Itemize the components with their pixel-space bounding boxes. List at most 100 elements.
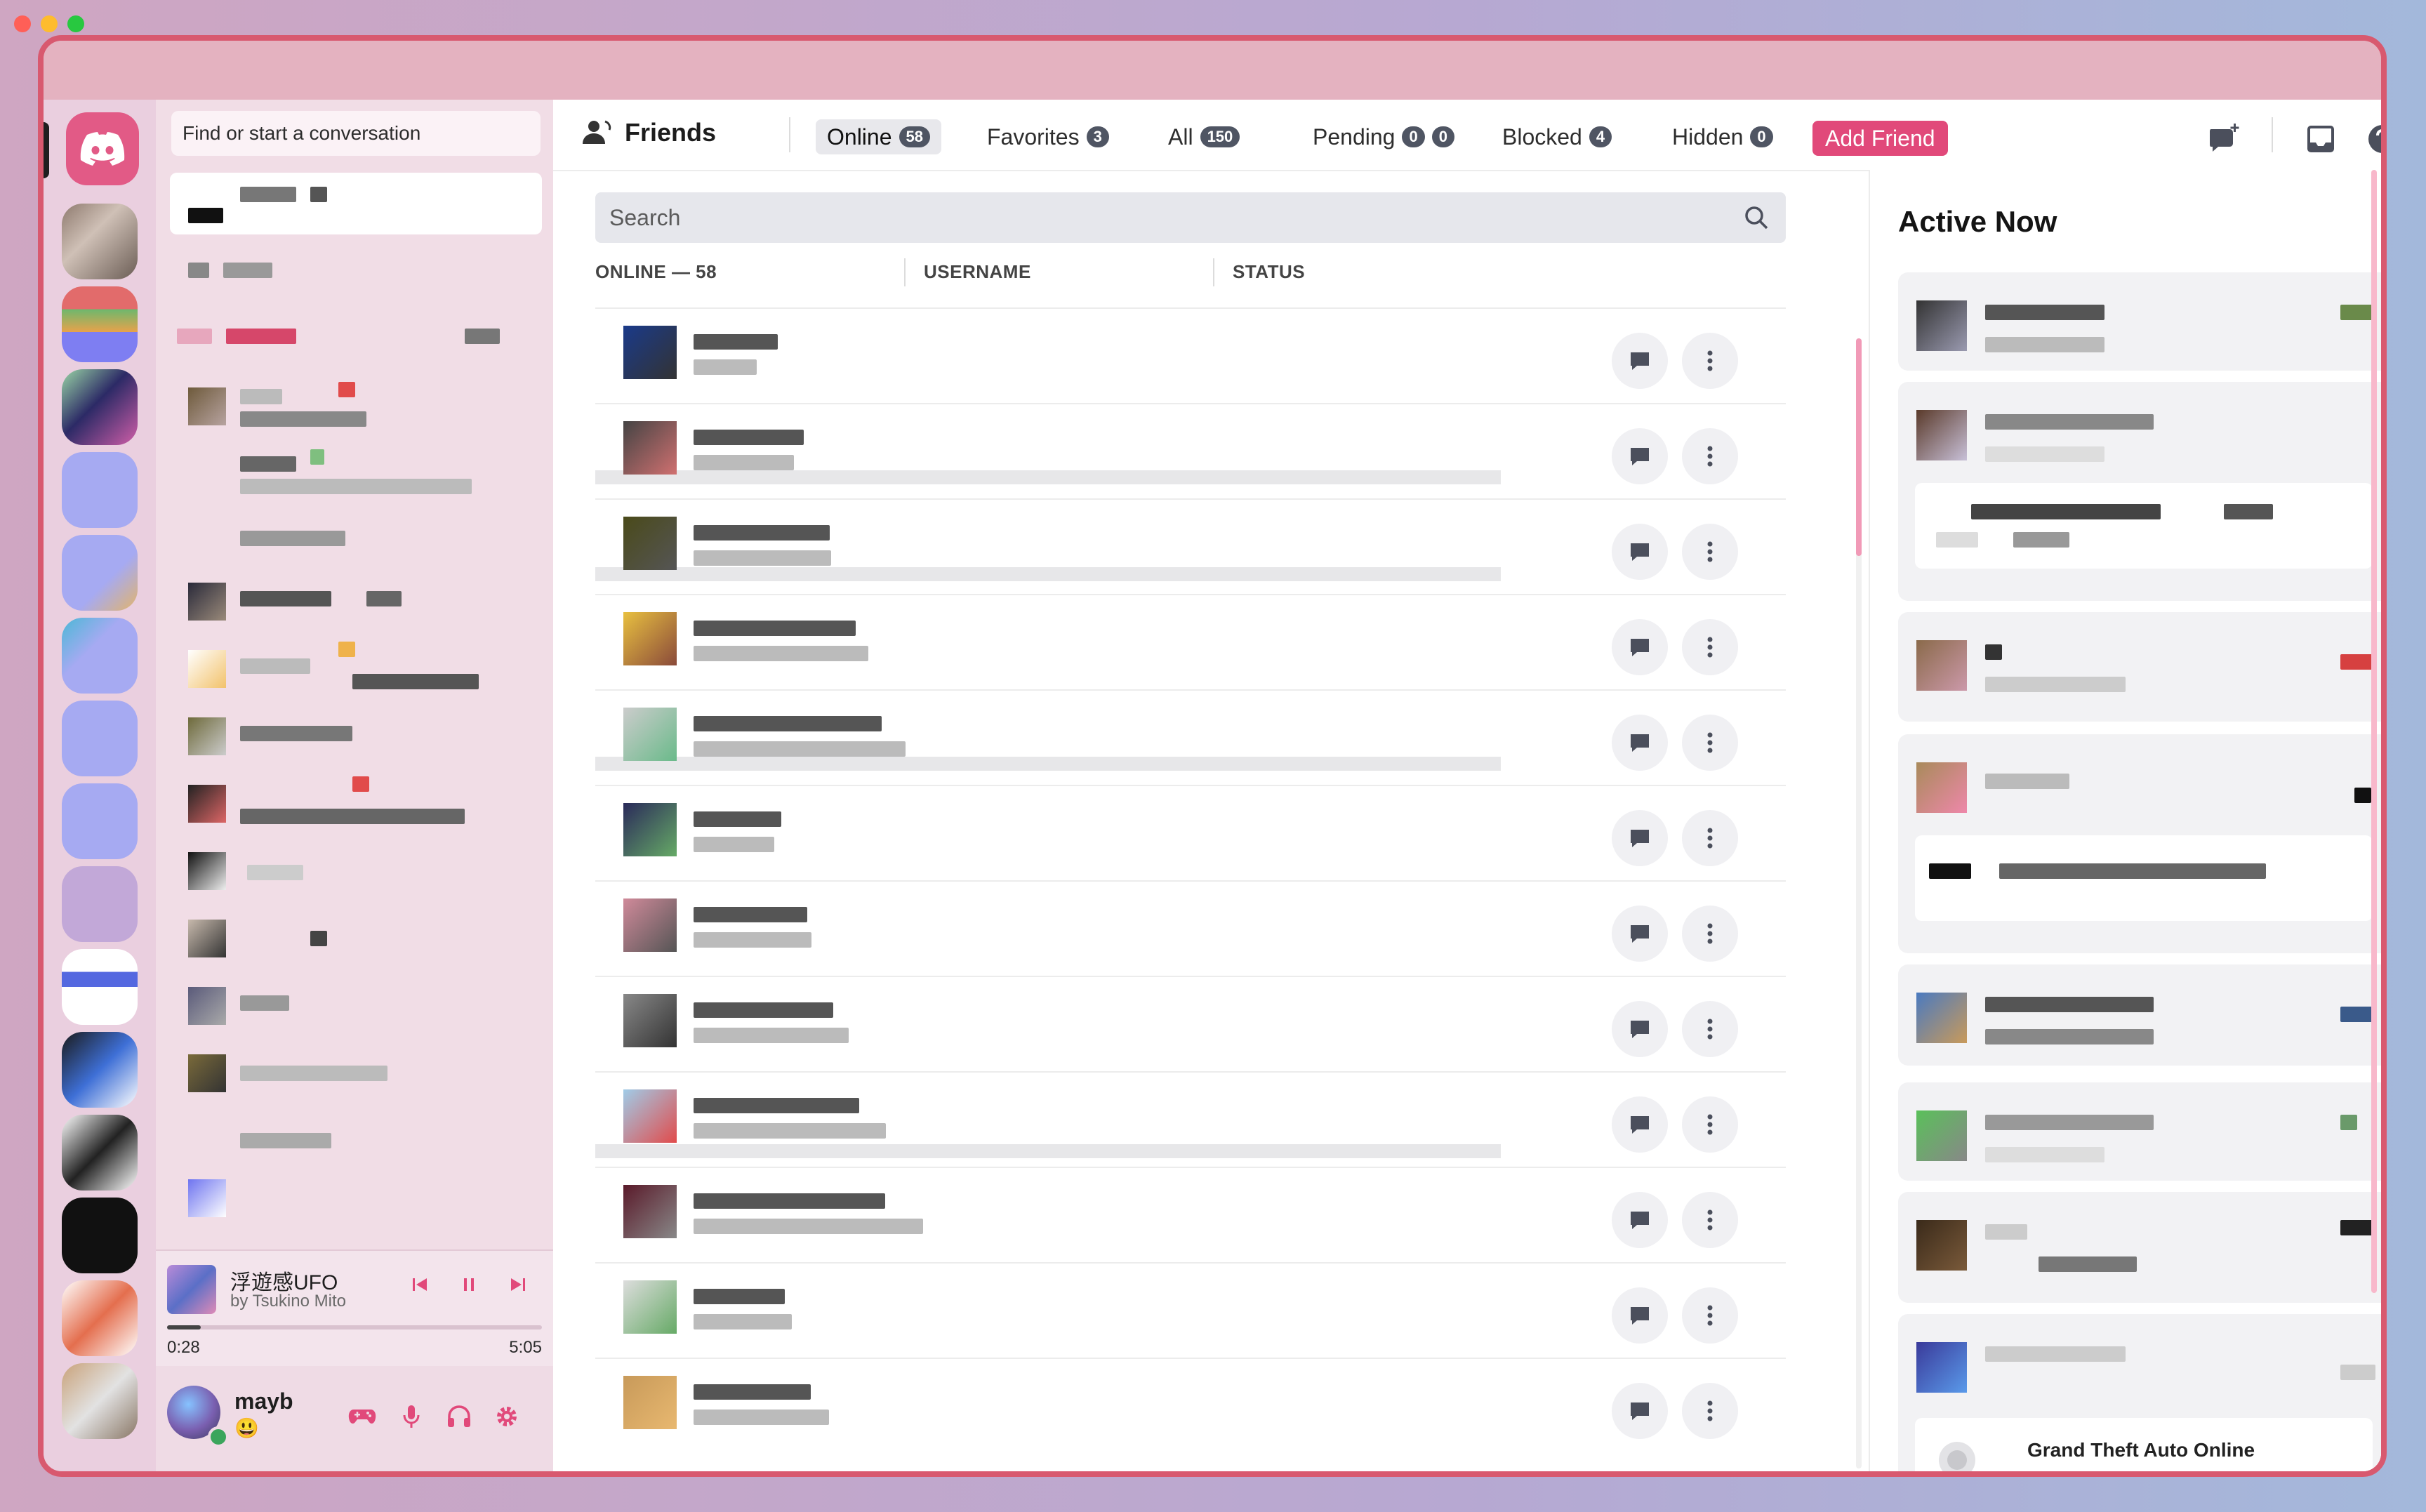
- dm-item[interactable]: [170, 840, 542, 901]
- more-options-button[interactable]: [1682, 524, 1738, 580]
- dm-item[interactable]: [170, 705, 542, 767]
- more-options-button[interactable]: [1682, 1096, 1738, 1153]
- activity-card[interactable]: [1898, 272, 2381, 371]
- tab-blocked[interactable]: Blocked 4: [1491, 119, 1623, 154]
- new-group-dm-icon[interactable]: [2207, 121, 2243, 157]
- server-icon[interactable]: [62, 618, 138, 694]
- message-button[interactable]: [1612, 619, 1668, 675]
- dm-item[interactable]: [170, 173, 542, 234]
- message-button[interactable]: [1612, 906, 1668, 962]
- dm-item[interactable]: [170, 1109, 542, 1171]
- message-button[interactable]: [1612, 1192, 1668, 1248]
- find-conversation-button[interactable]: Find or start a conversation: [171, 111, 541, 156]
- dm-item[interactable]: [170, 772, 542, 834]
- activity-card[interactable]: [1898, 1082, 2381, 1181]
- tab-hidden[interactable]: Hidden 0: [1661, 119, 1784, 154]
- server-icon[interactable]: [62, 701, 138, 776]
- friend-row[interactable]: [595, 307, 1786, 404]
- dm-item[interactable]: [170, 307, 542, 369]
- inbox-icon[interactable]: [2302, 121, 2339, 157]
- server-icon[interactable]: [62, 369, 138, 445]
- server-icon[interactable]: [62, 1363, 138, 1439]
- dm-item[interactable]: [170, 974, 542, 1036]
- close-window-button[interactable]: [14, 15, 31, 32]
- tab-all[interactable]: All 150: [1157, 119, 1251, 154]
- friend-row[interactable]: [595, 1071, 1786, 1168]
- friend-row[interactable]: [595, 594, 1786, 691]
- activity-card[interactable]: [1898, 964, 2381, 1066]
- server-icon[interactable]: [62, 452, 138, 528]
- server-icon[interactable]: [62, 1115, 138, 1191]
- message-button[interactable]: [1612, 1096, 1668, 1153]
- dm-item[interactable]: [170, 442, 542, 504]
- message-button[interactable]: [1612, 1001, 1668, 1057]
- message-button[interactable]: [1612, 428, 1668, 484]
- server-icon[interactable]: [62, 535, 138, 611]
- help-icon[interactable]: [2364, 121, 2381, 157]
- server-icon[interactable]: [62, 1032, 138, 1108]
- server-icon[interactable]: [62, 783, 138, 859]
- pause-icon[interactable]: [455, 1271, 483, 1299]
- dm-item[interactable]: [170, 907, 542, 969]
- next-track-icon[interactable]: [504, 1271, 532, 1299]
- gamepad-icon[interactable]: [345, 1400, 379, 1433]
- playback-progress-bar[interactable]: [167, 1325, 542, 1329]
- tab-online[interactable]: Online 58: [816, 119, 941, 154]
- more-options-button[interactable]: [1682, 619, 1738, 675]
- server-icon[interactable]: [62, 204, 138, 279]
- friend-row[interactable]: [595, 498, 1786, 595]
- activity-card[interactable]: Grand Theft Auto Online: [1898, 1314, 2381, 1471]
- dm-item[interactable]: [170, 510, 542, 571]
- column-header-username[interactable]: USERNAME: [924, 261, 1031, 282]
- more-options-button[interactable]: [1682, 1287, 1738, 1344]
- more-options-button[interactable]: [1682, 715, 1738, 771]
- friends-search-input[interactable]: Search: [595, 192, 1786, 243]
- more-options-button[interactable]: [1682, 1192, 1738, 1248]
- activity-card[interactable]: [1898, 734, 2381, 953]
- friend-row[interactable]: [595, 1167, 1786, 1264]
- more-options-button[interactable]: [1682, 810, 1738, 866]
- message-button[interactable]: [1612, 333, 1668, 389]
- zoom-window-button[interactable]: [67, 15, 84, 32]
- more-options-button[interactable]: [1682, 906, 1738, 962]
- home-button[interactable]: [66, 112, 139, 185]
- message-button[interactable]: [1612, 1383, 1668, 1439]
- activity-card[interactable]: [1898, 1192, 2381, 1303]
- message-button[interactable]: [1612, 1287, 1668, 1344]
- previous-track-icon[interactable]: [406, 1271, 434, 1299]
- active-now-scrollbar[interactable]: [2371, 170, 2377, 1293]
- more-options-button[interactable]: [1682, 1001, 1738, 1057]
- friend-row[interactable]: [595, 880, 1786, 977]
- dm-item[interactable]: [170, 1167, 542, 1228]
- activity-card[interactable]: [1898, 382, 2381, 601]
- headphones-icon[interactable]: [442, 1400, 476, 1433]
- add-friend-button[interactable]: Add Friend: [1812, 121, 1948, 156]
- friend-row[interactable]: [595, 976, 1786, 1073]
- dm-item[interactable]: [170, 1042, 542, 1103]
- friend-row[interactable]: [595, 1358, 1786, 1454]
- server-icon[interactable]: [62, 1280, 138, 1356]
- tab-favorites[interactable]: Favorites 3: [976, 119, 1120, 154]
- server-icon[interactable]: [62, 1198, 138, 1273]
- dm-item[interactable]: [170, 241, 542, 303]
- server-icon[interactable]: [62, 866, 138, 942]
- more-options-button[interactable]: [1682, 428, 1738, 484]
- more-options-button[interactable]: [1682, 1383, 1738, 1439]
- dm-item[interactable]: [170, 570, 542, 632]
- friend-row[interactable]: [595, 785, 1786, 882]
- friends-scrollbar[interactable]: [1856, 338, 1862, 1468]
- server-icon[interactable]: [62, 286, 138, 362]
- tab-pending[interactable]: Pending 0 0: [1301, 119, 1466, 154]
- friend-row[interactable]: [595, 689, 1786, 786]
- microphone-icon[interactable]: [395, 1400, 428, 1433]
- dm-item[interactable]: [170, 375, 542, 437]
- message-button[interactable]: [1612, 524, 1668, 580]
- scrollbar-thumb[interactable]: [1856, 338, 1862, 556]
- activity-card[interactable]: [1898, 612, 2381, 722]
- minimize-window-button[interactable]: [41, 15, 58, 32]
- settings-gear-icon[interactable]: [490, 1400, 524, 1433]
- friend-row[interactable]: [595, 403, 1786, 500]
- message-button[interactable]: [1612, 715, 1668, 771]
- column-header-status[interactable]: STATUS: [1233, 261, 1306, 282]
- dm-item[interactable]: [170, 637, 542, 699]
